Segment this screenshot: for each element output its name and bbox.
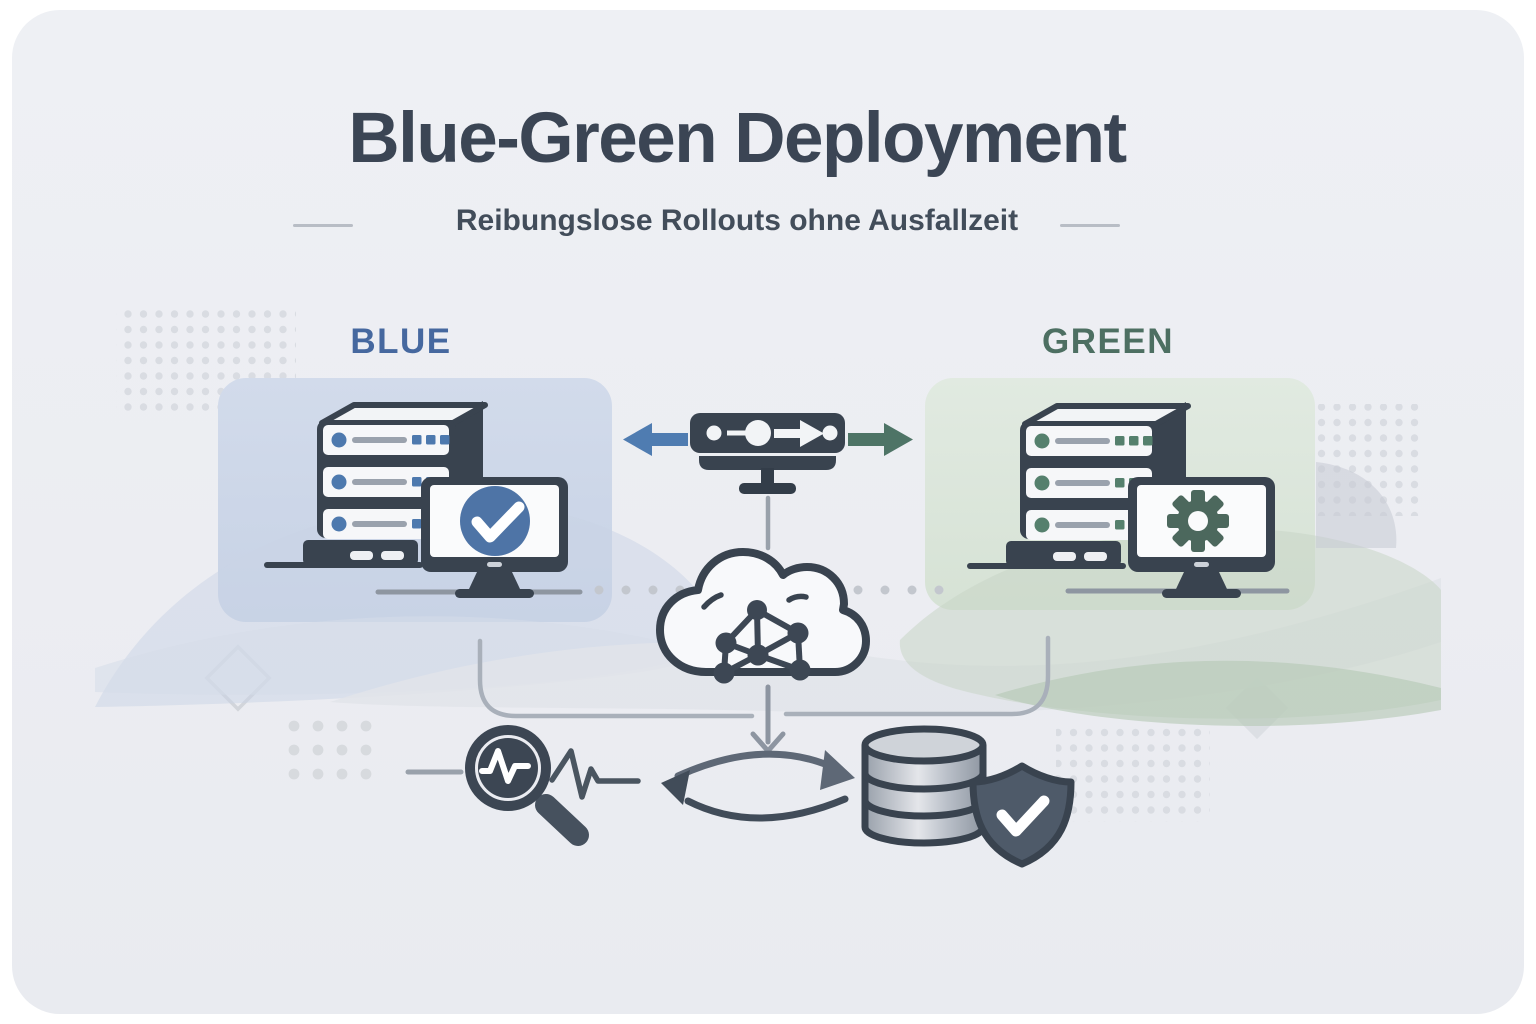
magnifier-handle <box>535 794 589 846</box>
green-monitor-gear-icon <box>1128 477 1275 598</box>
arrow-to-blue-icon <box>623 423 688 456</box>
check-circle-icon <box>460 486 530 556</box>
dot-grid-bottom-left <box>280 708 374 780</box>
arrow-to-green-icon <box>848 423 913 456</box>
cloud-network-icon <box>656 548 870 684</box>
shield-check-icon <box>969 762 1075 868</box>
panel-connector-lines <box>477 635 1051 719</box>
traffic-switch-icon <box>690 413 845 494</box>
blue-environment-label: BLUE <box>350 322 452 361</box>
monitoring-magnifier-icon <box>465 725 641 846</box>
dot-grid-bottom-right <box>1056 726 1210 822</box>
blue-monitor-check-icon <box>421 477 568 598</box>
page-title: Blue-Green Deployment <box>348 99 1127 178</box>
gear-icon <box>1167 490 1229 552</box>
swap-cycle-arrows-icon <box>661 750 855 822</box>
green-environment-label: GREEN <box>1042 322 1174 361</box>
subtitle-dash-left <box>293 224 353 227</box>
network-graph-nodes <box>713 600 811 684</box>
pulse-line <box>549 748 641 800</box>
subtitle-dash-right <box>1060 224 1120 227</box>
database-icon <box>861 725 987 847</box>
page-subtitle: Reibungslose Rollouts ohne Ausfallzeit <box>455 204 1019 237</box>
background-waves <box>95 462 1441 727</box>
